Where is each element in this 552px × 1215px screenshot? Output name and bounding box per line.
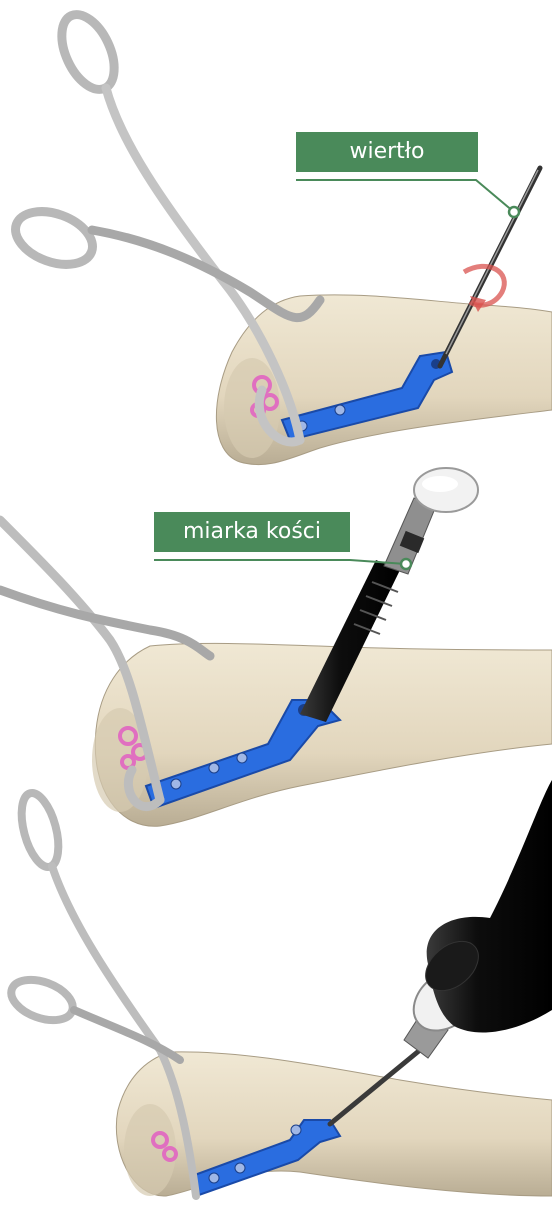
leader-line-gauge — [154, 560, 406, 564]
plate-3-screw — [291, 1125, 301, 1135]
plate-3-screw — [235, 1163, 245, 1173]
leader-line-drill — [296, 180, 514, 212]
label-drill: wiertło — [296, 132, 478, 172]
panel-1-drilling — [8, 6, 552, 464]
screwdriver-handle — [427, 780, 552, 1033]
plate-1-screw — [335, 405, 345, 415]
rotation-arrow-icon — [464, 266, 504, 305]
plate-3-screw — [209, 1173, 219, 1183]
leader-dot-gauge — [401, 559, 411, 569]
label-depth-gauge: miarka kości — [154, 512, 350, 552]
leader-dot-drill — [509, 207, 519, 217]
plate-2-screw — [237, 753, 247, 763]
screwdriver — [330, 780, 552, 1124]
plate-2-screw — [209, 763, 219, 773]
panel-3-screwing — [6, 780, 552, 1196]
plate-2-screw — [171, 779, 181, 789]
